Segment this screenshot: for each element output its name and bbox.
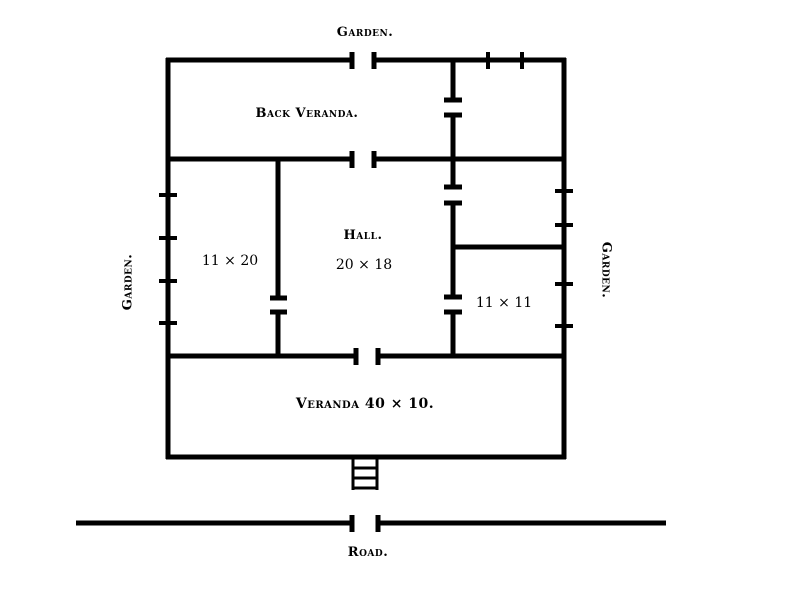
outer-walls [165, 57, 567, 460]
garden-right-label: Garden. [598, 241, 614, 299]
road-label: Road. [347, 545, 389, 560]
right-room-size: 11 × 11 [475, 295, 533, 311]
window-marks [159, 52, 573, 328]
hall-size: 20 × 18 [335, 257, 393, 273]
veranda-label: Veranda 40 × 10. [295, 396, 435, 412]
door-jambs [270, 52, 462, 532]
garden-top-label: Garden. [336, 25, 394, 40]
hall-title: Hall. [343, 228, 383, 243]
left-room-size: 11 × 20 [201, 253, 259, 269]
garden-left-label: Garden. [120, 253, 136, 311]
inner-walls [76, 60, 666, 526]
front-steps [351, 457, 379, 490]
back-veranda-label: Back Veranda. [255, 106, 359, 121]
